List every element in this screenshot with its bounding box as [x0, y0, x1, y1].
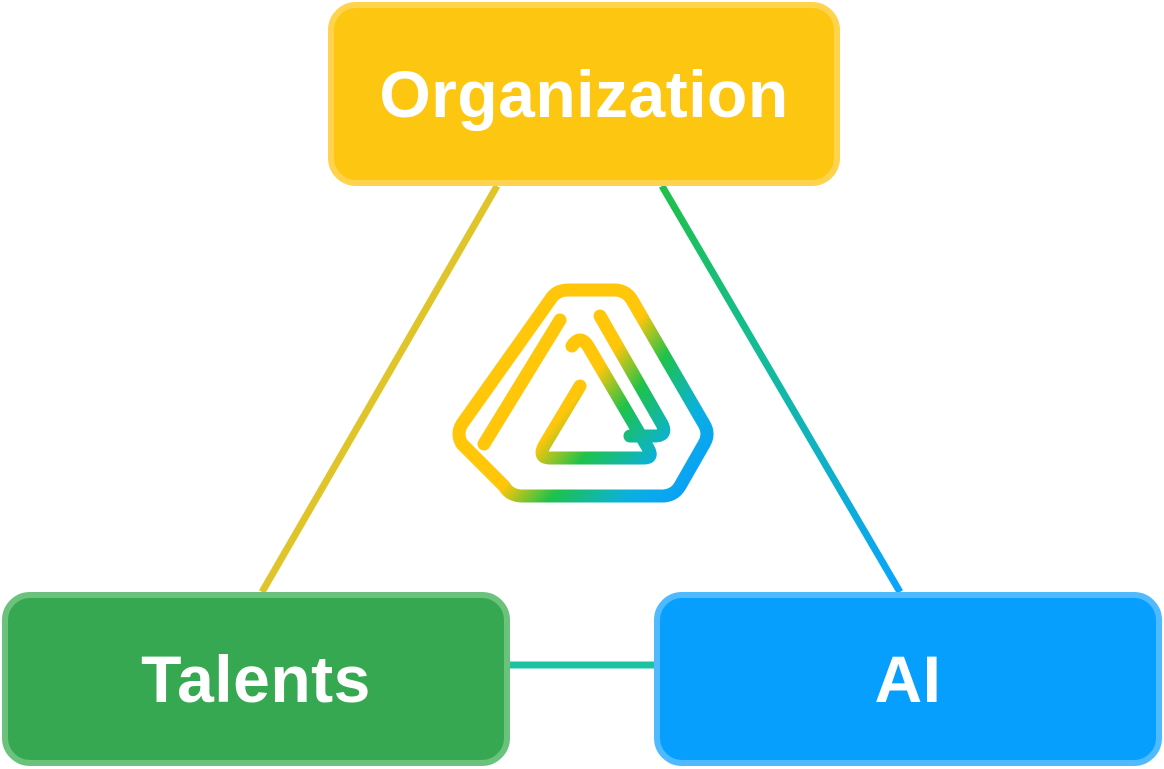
organization-node: Organization: [328, 2, 840, 186]
edge-organization-talents: [258, 184, 501, 594]
nested-triangle-logo-icon: [452, 283, 714, 503]
organization-label: Organization: [379, 57, 789, 131]
talents-label: Talents: [141, 642, 371, 716]
ai-label: AI: [874, 642, 942, 716]
edge-organization-ai: [658, 184, 904, 594]
talents-node: Talents: [2, 592, 510, 766]
ai-node: AI: [654, 592, 1162, 766]
